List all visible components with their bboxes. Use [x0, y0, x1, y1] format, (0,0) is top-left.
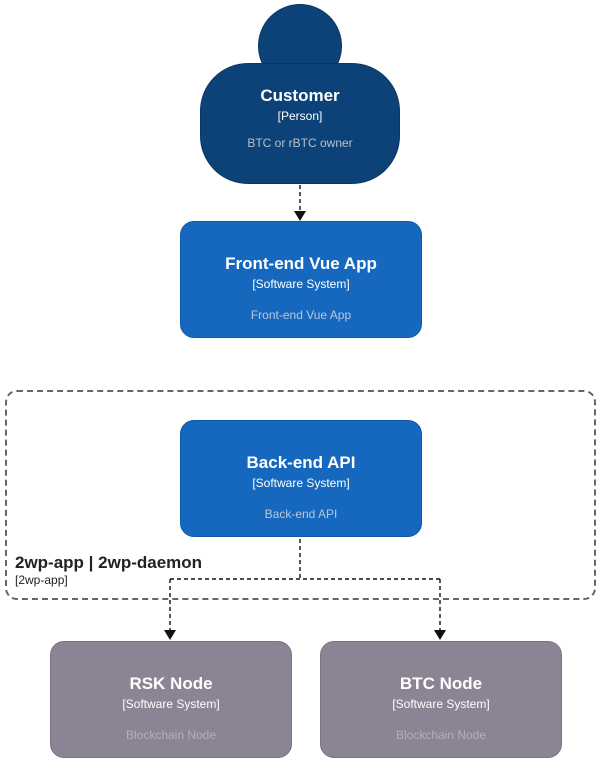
node-btc: BTC Node [Software System] Blockchain No… — [320, 641, 562, 758]
node-title: Front-end Vue App — [225, 254, 377, 273]
boundary-label: 2wp-app | 2wp-daemon [2wp-app] — [15, 553, 202, 588]
node-customer: Customer [Person] BTC or rBTC owner — [200, 63, 400, 184]
node-rsk: RSK Node [Software System] Blockchain No… — [50, 641, 292, 758]
node-description: Blockchain Node — [395, 727, 487, 742]
node-title: BTC Node — [399, 674, 483, 693]
node-description: Back-end API — [264, 506, 338, 521]
boundary-subtitle: [2wp-app] — [15, 573, 68, 588]
node-description: BTC or rBTC owner — [247, 135, 353, 150]
arrowhead-down-icon — [294, 211, 306, 221]
arrowhead-down-icon — [434, 630, 446, 640]
boundary-2wp-app: 2wp-app | 2wp-daemon [2wp-app] — [5, 390, 596, 600]
node-subtitle: [Software System] — [392, 697, 490, 712]
node-subtitle: [Software System] — [252, 277, 350, 292]
customer-to-frontend-connector — [294, 185, 306, 221]
node-title: Back-end API — [246, 453, 356, 472]
node-subtitle: [Software System] — [252, 476, 350, 491]
node-frontend-vue-app: Front-end Vue App [Software System] Fron… — [180, 221, 422, 338]
boundary-title: 2wp-app | 2wp-daemon — [15, 552, 203, 572]
node-subtitle: [Software System] — [122, 697, 220, 712]
node-title: RSK Node — [129, 674, 213, 693]
arrowhead-down-icon — [164, 630, 176, 640]
node-description: Blockchain Node — [125, 727, 217, 742]
node-description: Front-end Vue App — [250, 307, 352, 322]
node-title: Customer — [260, 86, 340, 105]
node-subtitle: [Person] — [277, 109, 323, 124]
node-backend-api: Back-end API [Software System] Back-end … — [180, 420, 422, 537]
